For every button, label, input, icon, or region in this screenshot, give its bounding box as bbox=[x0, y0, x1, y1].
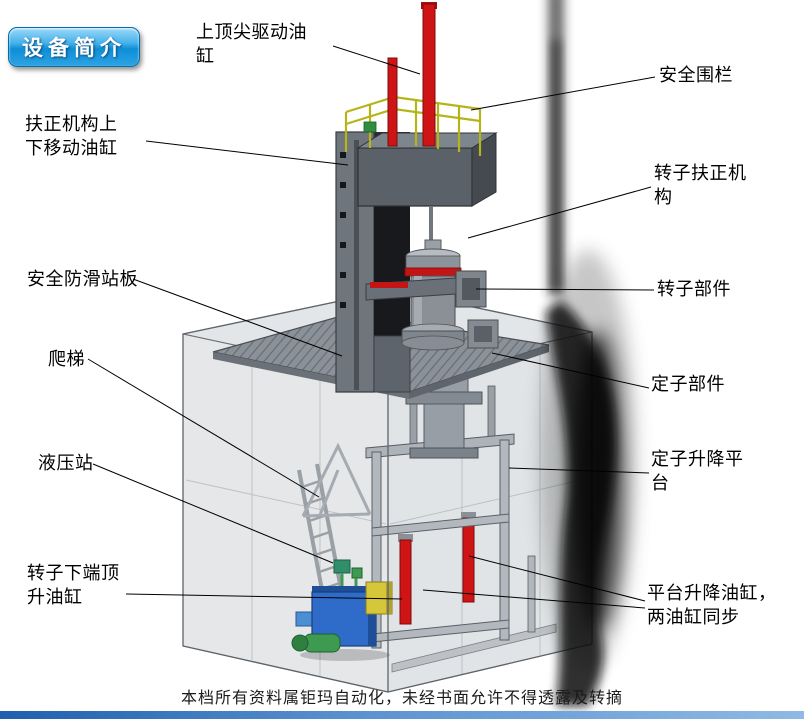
callout-hydraulic-station: 液压站 bbox=[38, 453, 94, 473]
callout-stator-component: 定子部件 bbox=[651, 374, 725, 394]
callout-safety-fence: 安全围栏 bbox=[659, 65, 733, 85]
hydraulic-station-3d bbox=[291, 559, 393, 661]
callout-rotor-component: 转子部件 bbox=[657, 279, 731, 299]
top-drive-cylinders bbox=[387, 2, 437, 147]
callout-centering-move-cylinder: 扶正机构上下移动油缸 bbox=[25, 114, 118, 159]
callout-ladder: 爬梯 bbox=[48, 349, 85, 369]
column-bolts bbox=[340, 152, 346, 308]
rotor-centering-arm bbox=[365, 270, 499, 349]
lift-frame-front bbox=[371, 439, 510, 649]
leader-lines bbox=[87, 45, 656, 609]
platform-green-box bbox=[363, 121, 377, 133]
callout-anti-slip-platform: 安全防滑站板 bbox=[27, 269, 138, 289]
callout-rotor-centering-mechanism: 转子扶正机构 bbox=[654, 163, 747, 208]
shadow-smear bbox=[540, 0, 636, 706]
bottom-blue-bar bbox=[0, 711, 804, 719]
callout-platform-lift-cylinders: 平台升降油缸，两油缸同步 bbox=[647, 583, 777, 628]
title-badge-label: 设备简介 bbox=[22, 37, 126, 60]
callout-top-spindle-cylinder: 上顶尖驱动油缸 bbox=[196, 22, 307, 67]
rotor-assembly bbox=[401, 206, 465, 351]
callout-rotor-bottom-jack-cylinder: 转子下端顶升油缸 bbox=[27, 563, 120, 608]
confidentiality-note: 本档所有资料属钜玛自动化，未经书面允许不得透露及转摘 bbox=[180, 690, 623, 707]
title-badge: 设备简介 bbox=[8, 27, 140, 67]
support-truss bbox=[301, 442, 372, 518]
callout-stator-lift-platform: 定子升降平台 bbox=[651, 449, 744, 494]
